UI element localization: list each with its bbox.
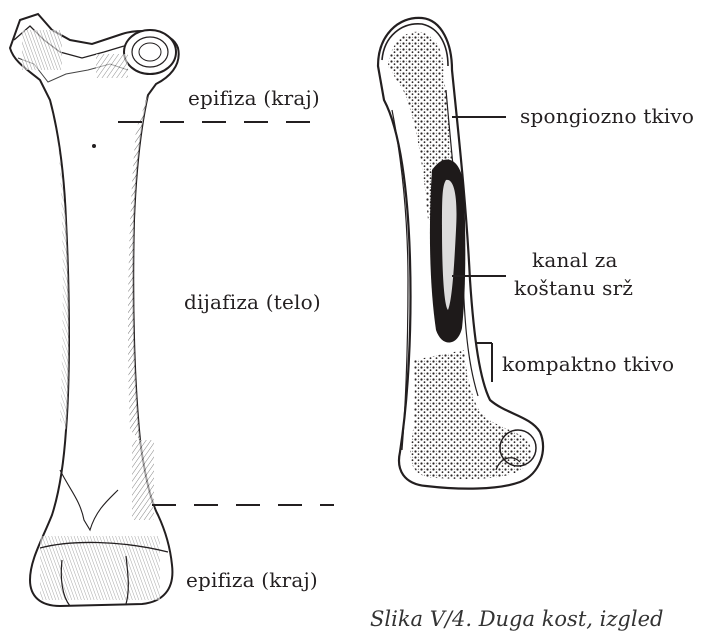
label-diaphysis: dijafiza (telo) bbox=[184, 290, 321, 314]
label-marrow-canal-line1: kanal za bbox=[532, 248, 618, 272]
label-spongy-tissue: spongiozno tkivo bbox=[520, 104, 694, 128]
label-compact-tissue: kompaktno tkivo bbox=[502, 352, 674, 376]
label-epiphysis-bottom: epifiza (kraj) bbox=[186, 568, 318, 592]
femur-exterior bbox=[10, 14, 179, 606]
femur-cross-section bbox=[378, 18, 543, 489]
label-marrow-canal-line2: koštanu srž bbox=[514, 276, 633, 300]
label-epiphysis-top: epifiza (kraj) bbox=[188, 86, 320, 110]
figure-caption: Slika V/4. Duga kost, izgled bbox=[370, 607, 663, 631]
